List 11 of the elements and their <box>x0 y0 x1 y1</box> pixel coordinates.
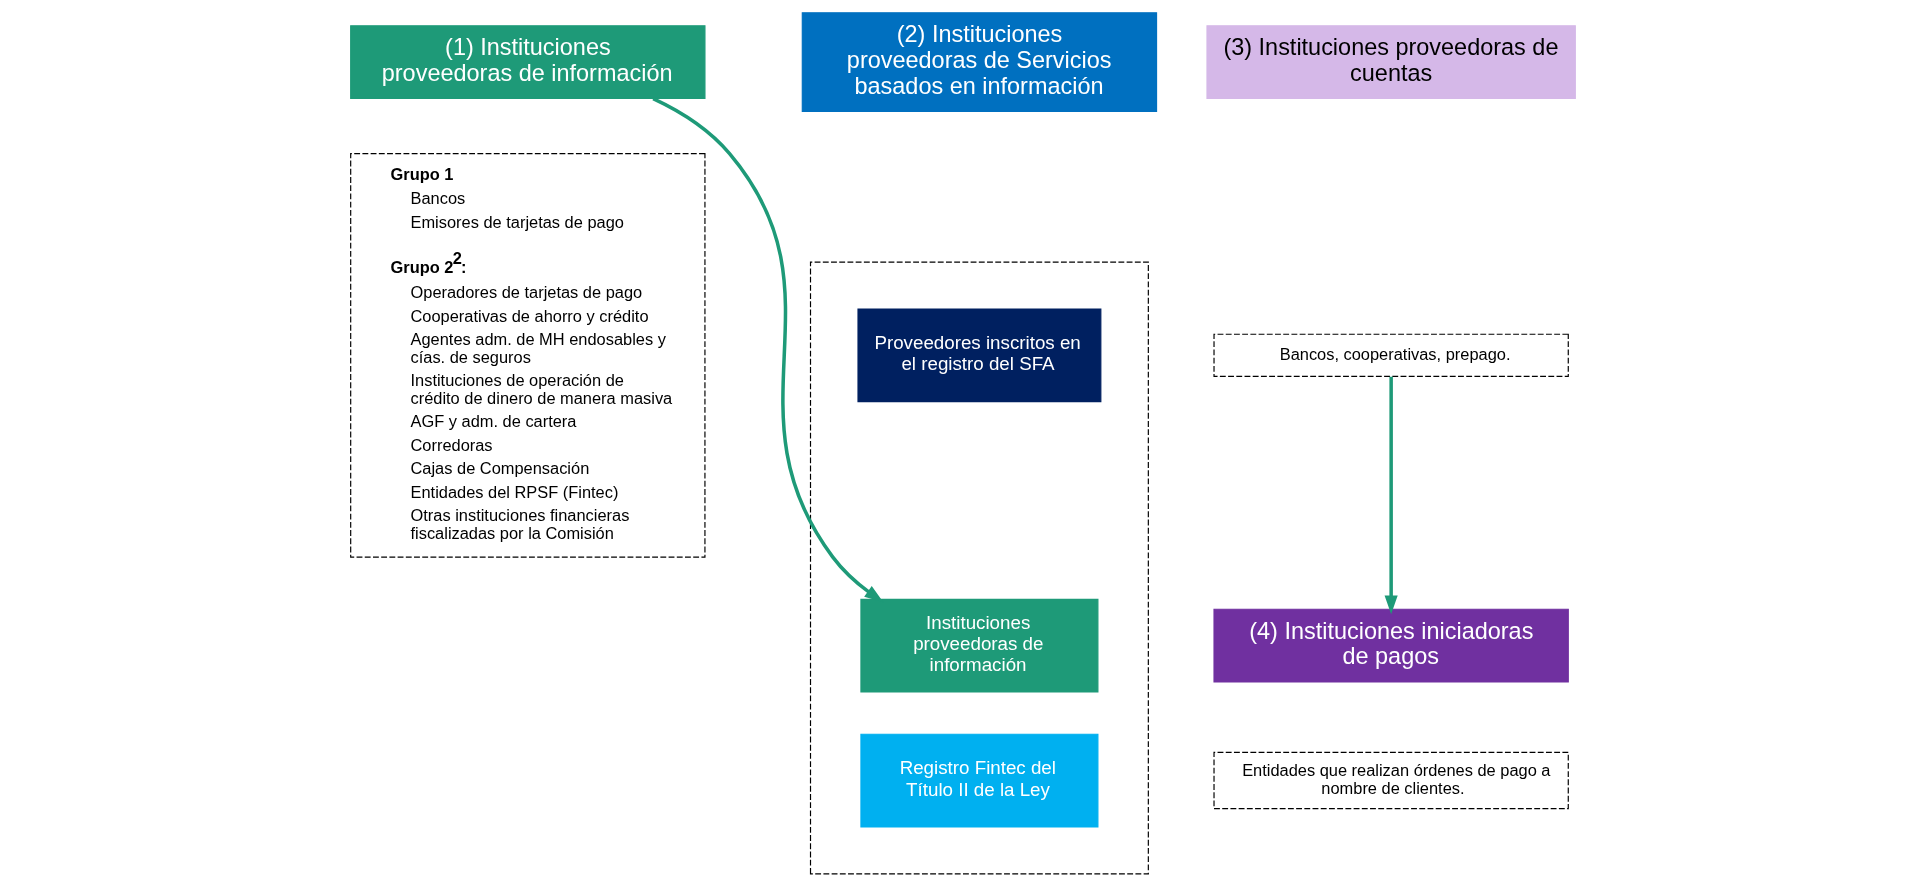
node-box: (3) Instituciones proveedoras de cuentas <box>1205 25 1576 100</box>
node-box: (1) Instituciones proveedoras de información <box>349 25 706 100</box>
node-box: Registro Fintec del Título II de la Ley <box>859 733 1098 828</box>
node-box: Proveedores inscritos en el registro del SFA <box>856 308 1101 403</box>
arrow <box>1384 376 1398 615</box>
node-box: (2) Instituciones proveedoras de Servicios basados en información <box>801 12 1157 112</box>
node-box: Entidades que realizan órdenes de pago a nombre de clientes. <box>1212 751 1569 810</box>
node-box: Instituciones proveedoras de información <box>859 598 1098 693</box>
node-box: Bancos, cooperativas, prepago. <box>1212 333 1569 378</box>
node-box: (4) Instituciones iniciadoras de pagos <box>1212 608 1569 683</box>
cluster <box>809 261 1149 875</box>
